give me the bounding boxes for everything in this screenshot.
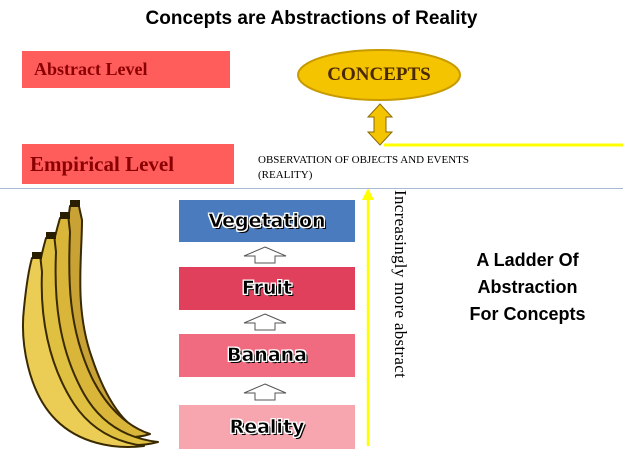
- level-divider: [0, 188, 623, 189]
- ladder-step-fruit: Fruit: [179, 267, 355, 310]
- abstraction-direction-label: Increasingly more abstract: [391, 190, 410, 379]
- observation-line-1: OBSERVATION OF OBJECTS AND EVENTS: [258, 154, 469, 166]
- up-arrow-icon: [243, 383, 287, 401]
- concepts-ellipse: [297, 49, 461, 101]
- ladder-title-line-2: Abstraction: [477, 277, 578, 297]
- ladder-step-reality: Reality: [179, 405, 355, 449]
- slide-title: Concepts are Abstractions of Reality: [145, 8, 478, 29]
- observation-line-2: (REALITY): [258, 169, 313, 181]
- ladder-title-line-3: For Concepts: [469, 304, 586, 324]
- ladder-title: A Ladder Of Abstraction For Concepts: [430, 247, 623, 328]
- abstraction-axis-arrowhead: [362, 188, 374, 200]
- banana-bunch-icon: [22, 200, 159, 448]
- up-arrow-icon: [243, 313, 287, 331]
- ladder-step-vegetation: Vegetation: [179, 200, 355, 242]
- ladder-step-banana: Banana: [179, 334, 355, 377]
- abstract-level-label: Abstract Level: [22, 51, 230, 88]
- double-arrow-icon: [366, 103, 394, 146]
- concepts-label: CONCEPTS: [327, 64, 431, 85]
- observation-text: OBSERVATION OF OBJECTS AND EVENTS (REALI…: [258, 153, 588, 183]
- up-arrow-icon: [243, 246, 287, 264]
- empirical-level-label: Empirical Level: [22, 144, 234, 184]
- ladder-title-line-1: A Ladder Of: [476, 250, 579, 270]
